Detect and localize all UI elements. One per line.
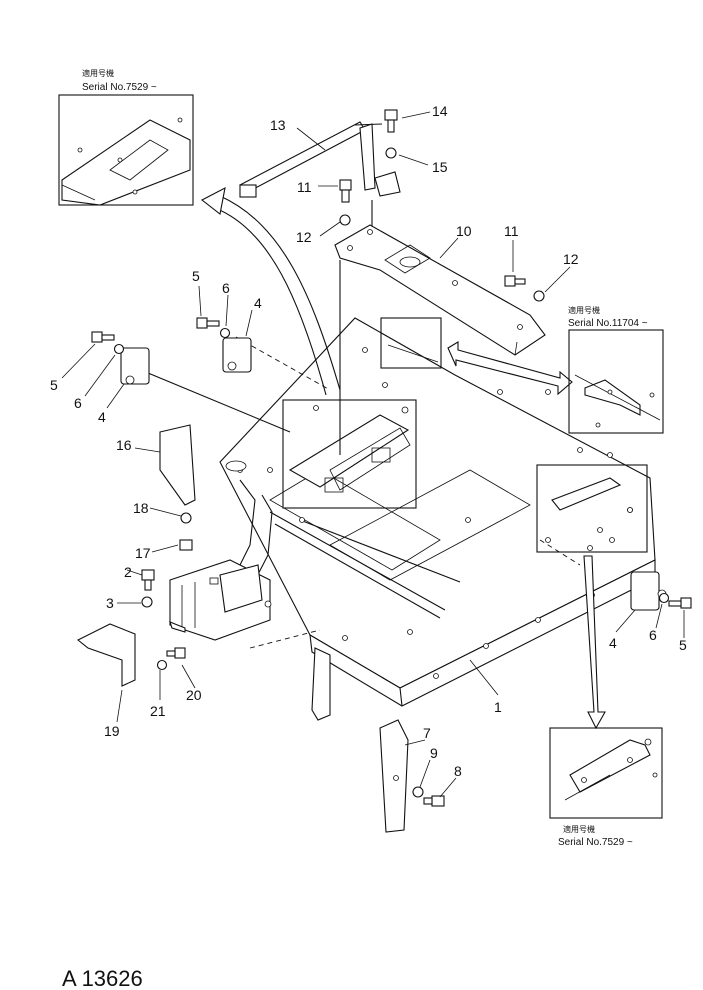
bolt-5-center	[196, 317, 220, 329]
callout-6-right: 6	[649, 627, 657, 643]
bolt-11-right	[504, 275, 526, 287]
callout-4-right: 4	[609, 635, 617, 651]
washer-21	[156, 659, 168, 671]
callout-5-left: 5	[50, 377, 58, 393]
callout-7: 7	[423, 725, 431, 741]
callout-12-upper: 12	[296, 229, 312, 245]
main-frame	[135, 200, 656, 721]
cover-plate-4-right	[630, 571, 660, 611]
callout-5-right: 5	[679, 637, 687, 653]
leader-lines	[61, 111, 685, 798]
callout-5-center: 5	[192, 268, 200, 284]
inset-bottom-right: 適用号機 Serial No.7529 ~	[549, 727, 663, 848]
inset-bottom-right-serial: Serial No.7529 ~	[558, 837, 633, 848]
callout-8: 8	[454, 763, 462, 779]
callout-10: 10	[456, 223, 472, 239]
washer-3	[141, 596, 153, 608]
callout-4-left: 4	[98, 409, 106, 425]
callout-16: 16	[116, 437, 132, 453]
bracket-19	[76, 623, 136, 687]
callout-9: 9	[430, 745, 438, 761]
callout-labels: 1 2 3 4 4 4 5 5 5 6 6 6 7 8 9 10 11 11 1…	[50, 103, 687, 779]
arrow-to-top-inset	[200, 186, 341, 396]
inset-top-left-applicability: 適用号機	[82, 68, 114, 78]
bolt-8	[423, 795, 445, 807]
cover-plate-4-left	[120, 347, 150, 385]
inset-bottom-right-applicability: 適用号機	[563, 824, 595, 834]
callout-2: 2	[124, 564, 132, 580]
side-cover-16	[159, 424, 196, 506]
callout-15: 15	[432, 159, 448, 175]
arrow-to-right-inset	[447, 341, 573, 396]
callout-19: 19	[104, 723, 120, 739]
washer-12-upper	[339, 214, 351, 226]
bolt-5-right	[668, 597, 692, 609]
cover-plate-4-center	[222, 337, 252, 373]
callout-18: 18	[133, 500, 149, 516]
washer-6-left	[113, 343, 125, 355]
inset-top-left: 適用号機 Serial No.7529 ~	[58, 68, 194, 206]
washer-6-right	[658, 592, 670, 604]
callout-13: 13	[270, 117, 286, 133]
bolt-14	[384, 109, 398, 133]
callout-11-right: 11	[504, 223, 519, 239]
callout-6-center: 6	[222, 280, 230, 296]
callout-4-center: 4	[254, 295, 262, 311]
callout-12-right: 12	[563, 251, 579, 267]
callout-14: 14	[432, 103, 448, 119]
bolt-2	[141, 569, 155, 591]
callout-20: 20	[186, 687, 202, 703]
bolt-17	[179, 539, 193, 551]
washer-12-right	[533, 290, 545, 302]
inset-right-applicability: 適用号機	[568, 305, 600, 315]
washer-9	[412, 786, 424, 798]
callout-17: 17	[135, 545, 151, 561]
washer-6-center	[219, 327, 231, 339]
inset-right-serial: Serial No.11704 ~	[568, 318, 648, 329]
bolt-20	[166, 647, 186, 659]
bolt-5-left	[91, 331, 115, 343]
rod-part-13	[239, 121, 401, 198]
washer-18	[180, 512, 192, 524]
callout-11-upper: 11	[297, 179, 312, 195]
washer-15	[385, 147, 397, 159]
arrow-to-bottom-inset	[583, 555, 606, 730]
bracket-part-10	[334, 224, 546, 356]
callout-1: 1	[494, 699, 502, 715]
bolt-11-upper	[339, 179, 352, 203]
inset-top-left-serial: Serial No.7529 ~	[82, 82, 157, 93]
inset-right: 適用号機 Serial No.11704 ~	[568, 305, 664, 434]
drawing-reference-number: A 13626	[62, 966, 143, 990]
callout-6-left: 6	[74, 395, 82, 411]
callout-21: 21	[150, 703, 166, 719]
callout-3: 3	[106, 595, 114, 611]
